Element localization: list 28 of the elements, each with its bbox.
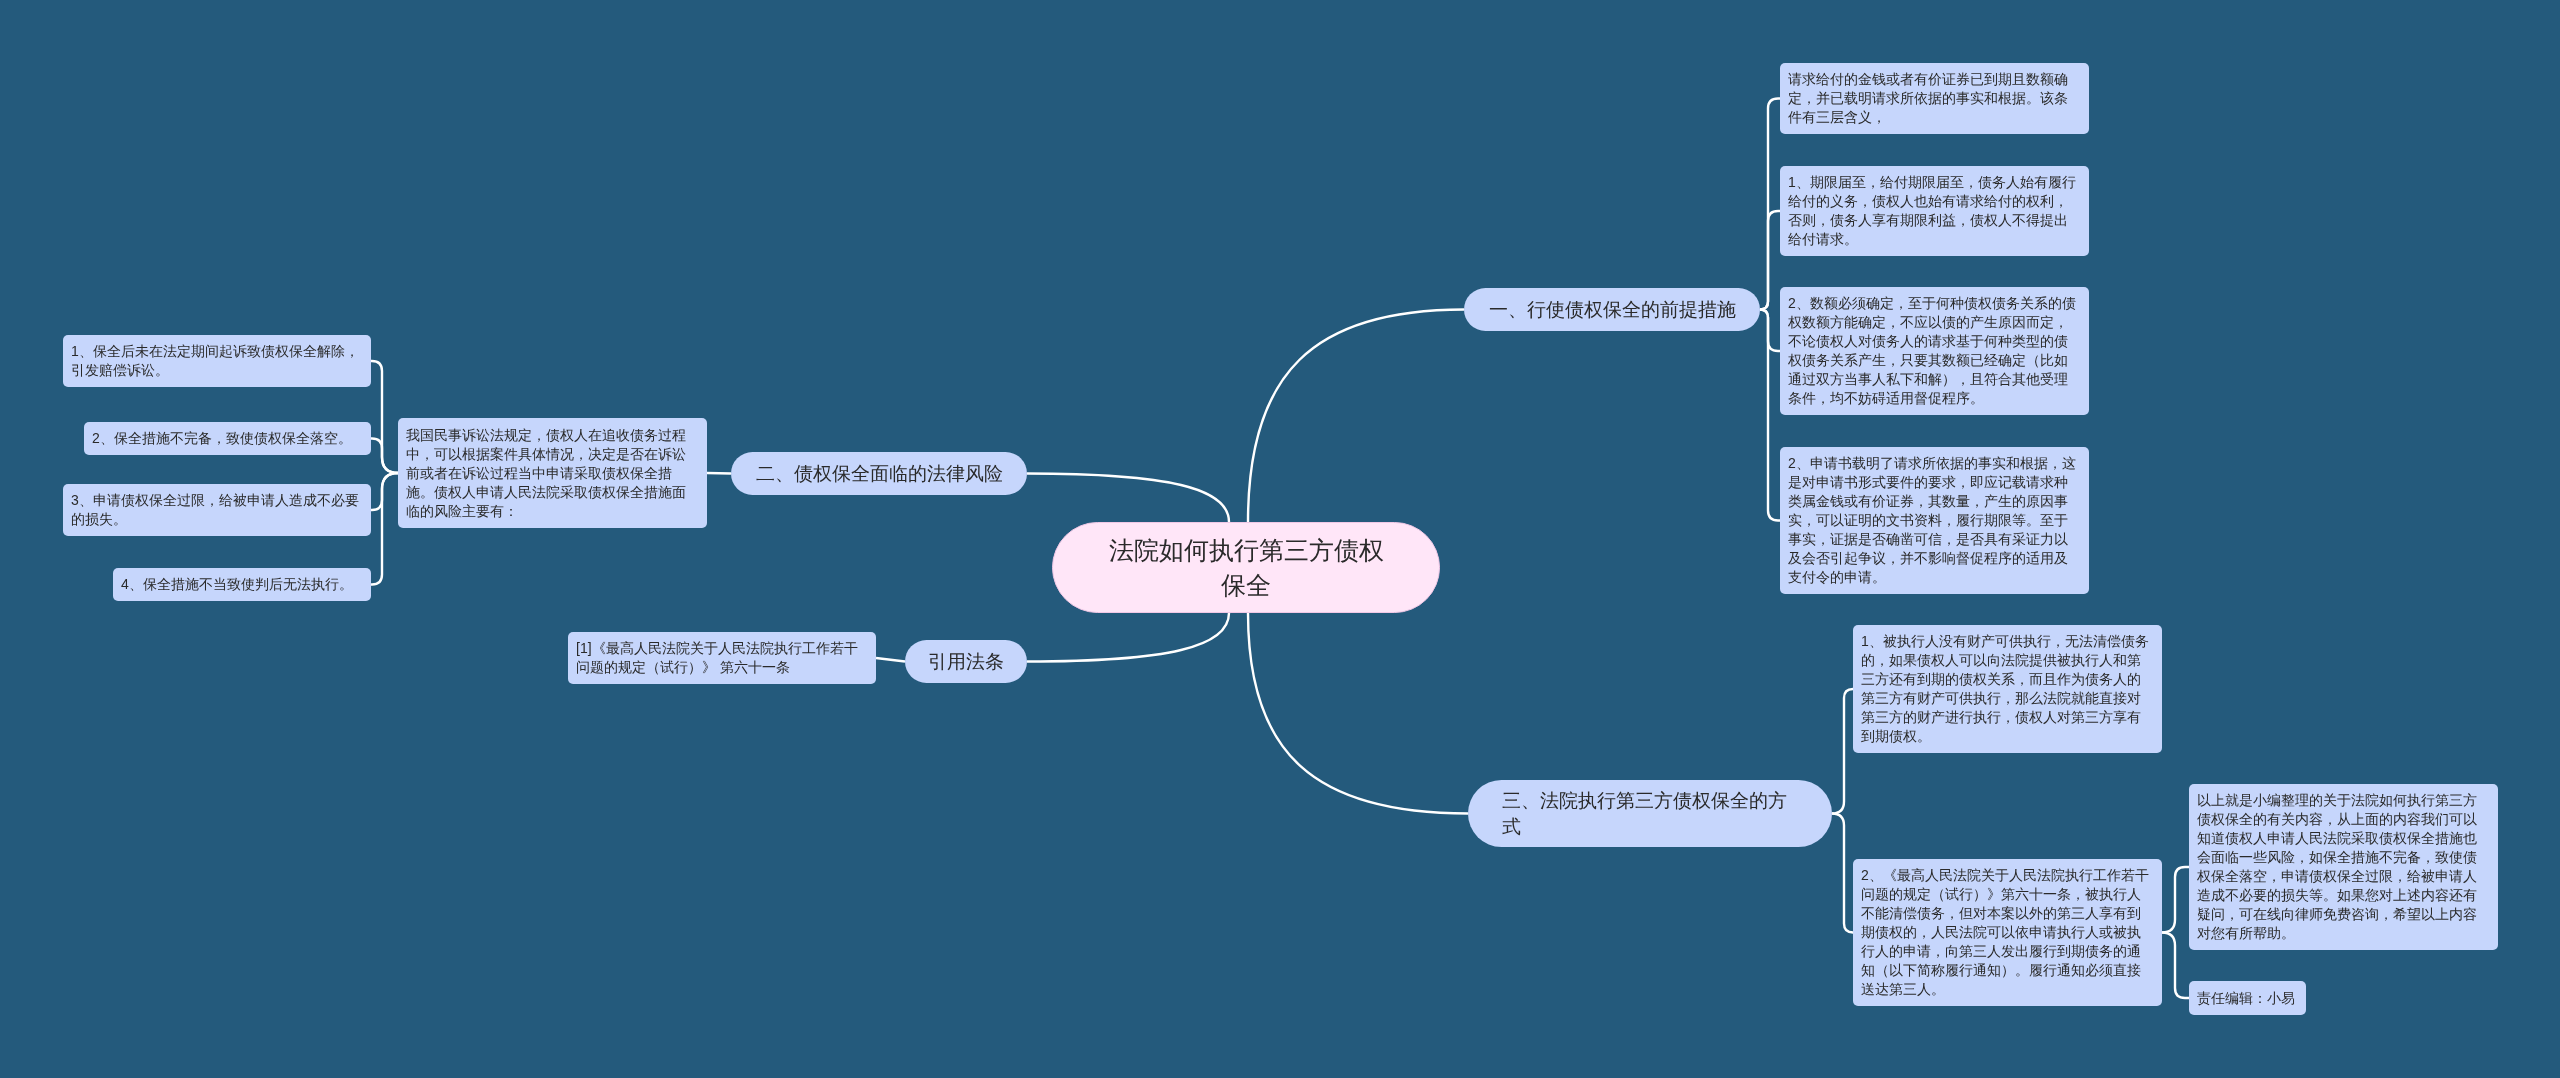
note-box: 4、保全措施不当致使判后无法执行。 — [113, 568, 371, 601]
note-box: 我国民事诉讼法规定，债权人在追收债务过程中，可以根据案件具体情况，决定是否在诉讼前或者在诉讼过程当中申请采取债权保全措施。债权人申请人民法院采取债权保全措施面临的风险主要有： — [398, 418, 707, 528]
topic-box: 三、法院执行第三方债权保全的方式 — [1468, 780, 1832, 847]
note-box: 责任编辑：小易 — [2189, 981, 2306, 1015]
connector-line — [1830, 812, 1855, 934]
note-box: 1、被执行人没有财产可供执行，无法清偿债务的，如果债权人可以向法院提供被执行人和第三方还有到期的债权关系，而且作为债务人的第三方有财产可供执行，那么法院就能直接对第三方的财产进行执行，债权人对第三方享有到期债权。 — [1853, 625, 2162, 753]
note-box: 请求给付的金钱或者有价证券已到期且数额确定，并已载明请求所依据的事实和根据。该条件有三层含义， — [1780, 63, 2089, 134]
topic-box: 二、债权保全面临的法律风险 — [731, 452, 1027, 495]
note-box: 2、申请书载明了请求所依据的事实和根据，这是对申请书形式要件的要求，即应记载请求种类属金钱或有价证券，其数量，产生的原因事实，可以证明的文书资料，履行期限等。至于事实，证据是否确凿可信，是否具有采证力以及会否引起争议，并不影响督促程序的适用及支付令的申请。 — [1780, 447, 2089, 594]
curved-connector — [1246, 308, 1465, 523]
topic-box: 引用法条 — [905, 640, 1027, 683]
note-box: [1]《最高人民法院关于人民法院执行工作若干问题的规定（试行）》 第六十一条 — [568, 632, 876, 684]
connector-line — [875, 656, 906, 663]
note-box: 1、期限届至，给付期限届至，债务人始有履行给付的义务，债权人也始有请求给付的权利，否则，债务人享有期限利益，债权人不得提出给付请求。 — [1780, 166, 2089, 256]
note-box: 以上就是小编整理的关于法院如何执行第三方债权保全的有关内容，从上面的内容我们可以知道债权人申请人民法院采取债权保全措施也会面临一些风险，如保全措施不完备，致使债权保全落空，申请债权保全过限，给被申请人造成不必要的损失等。如果您对上述内容还有疑问，可在线向律师免费咨询，希望以上内容对您有所帮助。 — [2189, 784, 2498, 950]
connector-line — [370, 471, 400, 586]
curved-connector — [1027, 612, 1231, 663]
connector-line — [2160, 931, 2189, 1000]
note-box: 1、保全后未在法定期间起诉致债权保全解除，引发赔偿诉讼。 — [63, 335, 371, 387]
note-box: 2、《最高人民法院关于人民法院执行工作若干问题的规定（试行）》第六十一条，被执行人不能清偿债务，但对本案以外的第三人享有到期债权的，人民法院可以依申请执行人或被执行人的申请，向第三人发出履行到期债务的通知（以下简称履行通知）。履行通知必须直接送达第三人。 — [1853, 859, 2162, 1006]
central-topic-box: 法院如何执行第三方债权保全 — [1052, 522, 1440, 613]
note-box: 3、申请债权保全过限，给被申请人造成不必要的损失。 — [63, 484, 371, 536]
curved-connector — [1027, 472, 1231, 523]
topic-box: 一、行使债权保全的前提措施 — [1464, 288, 1760, 331]
curved-connector — [1246, 612, 1469, 815]
note-box: 2、保全措施不完备，致使债权保全落空。 — [84, 422, 371, 455]
note-box: 2、数额必须确定，至于何种债权债务关系的债权数额方能确定，不应以债的产生原因而定，不论债权人对债务人的请求基于何种类型的债权债务关系产生，只要其数额已经确定（比如通过双方当事人私下和解），且符合其他受理条件，均不妨碍适用督促程序。 — [1780, 287, 2089, 415]
connector-line — [706, 471, 732, 475]
